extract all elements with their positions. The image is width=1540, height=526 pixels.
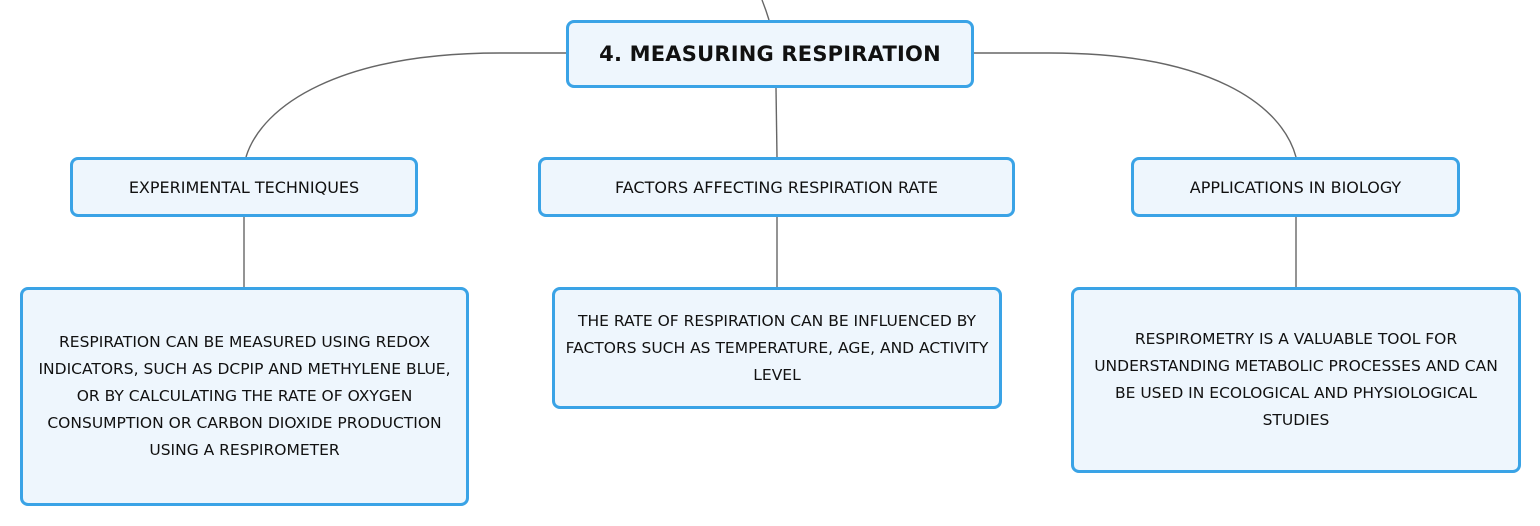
branch-node-applications-in-biology[interactable]: APPLICATIONS IN BIOLOGY	[1131, 157, 1460, 217]
connector-root-to-experimental-techniques	[245, 52, 566, 158]
root-topic-node[interactable]: 4. MEASURING RESPIRATION	[566, 20, 974, 88]
detail-text-factors-affecting-respiration-rate: THE RATE OF RESPIRATION CAN BE INFLUENCE…	[565, 311, 989, 384]
connector-root-to-applications	[974, 52, 1297, 158]
branch-node-factors-affecting-respiration-rate[interactable]: FACTORS AFFECTING RESPIRATION RATE	[538, 157, 1015, 217]
branch-label-experimental-techniques: EXPERIMENTAL TECHNIQUES	[128, 177, 360, 197]
detail-node-experimental-techniques[interactable]: RESPIRATION CAN BE MEASURED USING REDOX …	[20, 287, 469, 506]
detail-text-experimental-techniques: RESPIRATION CAN BE MEASURED USING REDOX …	[38, 333, 451, 459]
connector-root-to-factors	[775, 87, 778, 158]
branch-label-applications-in-biology: APPLICATIONS IN BIOLOGY	[1189, 177, 1402, 197]
branch-node-experimental-techniques[interactable]: EXPERIMENTAL TECHNIQUES	[70, 157, 418, 217]
detail-node-factors-affecting-respiration-rate[interactable]: THE RATE OF RESPIRATION CAN BE INFLUENCE…	[552, 287, 1002, 409]
branch-label-factors-affecting-respiration-rate: FACTORS AFFECTING RESPIRATION RATE	[615, 177, 938, 197]
detail-node-applications-in-biology[interactable]: RESPIROMETRY IS A VALUABLE TOOL FOR UNDE…	[1071, 287, 1521, 473]
detail-text-applications-in-biology: RESPIROMETRY IS A VALUABLE TOOL FOR UNDE…	[1094, 330, 1498, 429]
root-topic-label: 4. MEASURING RESPIRATION	[599, 42, 941, 66]
incoming-connector	[761, 0, 770, 21]
